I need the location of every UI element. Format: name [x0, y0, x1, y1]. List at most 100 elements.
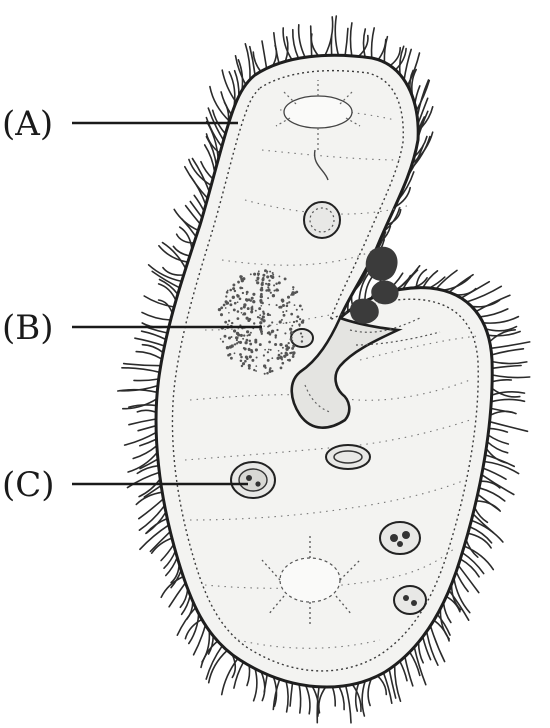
nucleus-stipple — [228, 312, 230, 314]
nucleus-stipple — [255, 365, 257, 367]
nucleus-stipple — [278, 275, 280, 277]
cilium — [384, 37, 387, 63]
nucleus-stipple — [220, 338, 222, 340]
nucleus-stipple — [271, 332, 273, 334]
cilium — [123, 399, 157, 409]
nucleus-stipple — [255, 280, 257, 282]
nucleus-stipple — [237, 295, 240, 298]
nucleus-stipple — [224, 335, 227, 338]
nucleus-stipple — [299, 318, 301, 320]
nucleus-stipple — [234, 302, 237, 305]
cilium — [299, 25, 305, 58]
nucleus-stipple — [268, 341, 271, 344]
nucleus-stipple — [268, 304, 270, 306]
nucleus-stipple — [236, 333, 239, 336]
cilium — [262, 41, 267, 68]
nucleus-stipple — [249, 340, 251, 342]
nucleus-stipple — [272, 274, 274, 276]
nucleus-stipple — [288, 342, 290, 344]
nucleus-stipple — [251, 297, 254, 300]
cilium — [247, 666, 250, 686]
cilium — [490, 422, 528, 432]
nucleus-stipple — [239, 275, 242, 278]
nucleus-stipple — [244, 360, 247, 363]
nucleus-stipple — [226, 303, 228, 305]
cilium — [319, 687, 326, 713]
cilium — [483, 317, 518, 324]
cilium — [492, 362, 527, 364]
cilium — [229, 72, 235, 109]
nucleus-stipple — [237, 310, 240, 313]
cilium — [368, 679, 371, 706]
nucleus-stipple — [278, 306, 281, 309]
nucleus-stipple — [251, 359, 254, 362]
cilium — [467, 286, 502, 302]
nucleus-stipple — [248, 333, 251, 336]
nucleus-stipple — [242, 292, 244, 294]
nucleus-stipple — [268, 349, 270, 351]
nucleus-stipple — [264, 373, 266, 375]
nucleus-stipple — [289, 328, 292, 331]
nucleus-stipple — [263, 364, 266, 367]
nucleus-stipple — [250, 350, 253, 353]
nucleus-stipple — [231, 322, 233, 324]
nucleus-stipple — [282, 311, 284, 313]
nucleus-stipple — [286, 310, 288, 312]
nucleus-stipple — [296, 320, 298, 322]
cilium — [492, 380, 511, 382]
nucleus-stipple — [233, 308, 236, 311]
cilium — [202, 631, 209, 662]
nucleus-stipple — [255, 370, 257, 372]
cilium — [480, 309, 508, 317]
cilium — [125, 432, 157, 445]
nucleus-stipple — [260, 287, 263, 290]
nucleus-stipple — [275, 334, 278, 337]
cilium — [492, 375, 530, 378]
nucleus-stipple — [277, 289, 279, 291]
nucleus-stipple — [267, 286, 269, 288]
nucleus-stipple — [243, 334, 245, 336]
cilium — [490, 411, 516, 415]
nucleus-stipple — [264, 269, 267, 272]
cilium — [144, 296, 174, 307]
nucleus-stipple — [285, 352, 288, 355]
nucleus-stipple — [242, 338, 244, 340]
food-vacuole-upper — [304, 202, 340, 238]
nucleus-stipple — [259, 321, 262, 324]
cilium — [475, 507, 488, 522]
nucleus-stipple — [262, 274, 265, 277]
cilium — [492, 349, 524, 355]
nucleus-stipple — [260, 305, 262, 307]
cilium — [335, 16, 338, 55]
nucleus-stipple — [228, 337, 231, 340]
nucleus-stipple — [293, 294, 295, 296]
nucleus-stipple — [250, 332, 252, 334]
cilium — [372, 28, 375, 58]
cilium — [332, 687, 335, 706]
nucleus-stipple — [261, 281, 264, 284]
nucleus-stipple — [262, 277, 264, 279]
nucleus-stipple — [258, 307, 261, 310]
nucleus-stipple — [291, 291, 294, 294]
cilium — [139, 499, 164, 519]
nucleus-stipple — [250, 273, 252, 275]
nucleus-stipple — [237, 317, 240, 320]
nucleus-stipple — [240, 356, 243, 359]
nucleus-stipple — [229, 289, 232, 292]
nucleus-stipple — [267, 359, 270, 362]
cilium — [489, 428, 508, 432]
nucleus-stipple — [282, 304, 285, 307]
nucleus-stipple — [269, 370, 272, 373]
nucleus-stipple — [249, 355, 252, 358]
cilium — [140, 439, 157, 446]
cilium — [142, 312, 171, 320]
nucleus-stipple — [224, 321, 227, 324]
cilium — [484, 462, 518, 474]
nucleus-stipple — [247, 307, 250, 310]
cilium — [293, 30, 299, 59]
nucleus-stipple — [270, 349, 272, 351]
cilium — [180, 227, 192, 249]
cilium — [345, 28, 348, 55]
nucleus-stipple — [234, 290, 236, 292]
nucleus-stipple — [299, 305, 302, 308]
